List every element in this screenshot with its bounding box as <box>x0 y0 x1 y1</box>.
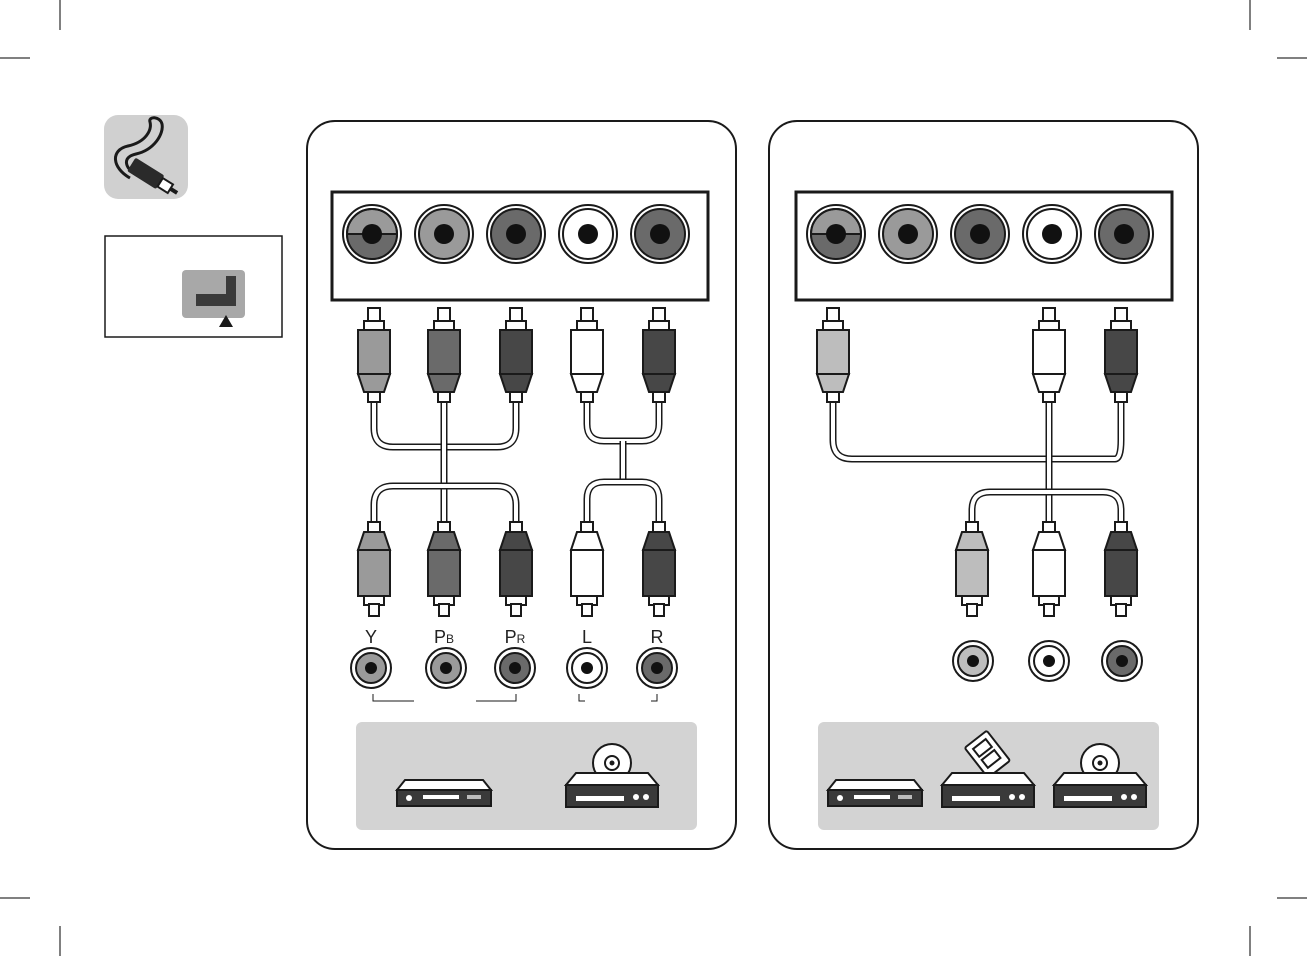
device-jack <box>1029 641 1069 681</box>
dvd-player-icon <box>397 780 491 806</box>
jack-label-y: Y <box>365 627 377 647</box>
av-port-reference <box>105 236 282 337</box>
tv-jack <box>631 205 689 263</box>
tv-jack <box>1023 205 1081 263</box>
tv-jack <box>879 205 937 263</box>
tv-jack <box>343 205 401 263</box>
device-jack <box>1102 641 1142 681</box>
tv-jack <box>487 205 545 263</box>
rca-cable-icon <box>104 115 188 200</box>
jack-label-l: L <box>582 627 592 647</box>
tv-jack <box>951 205 1009 263</box>
device-jack <box>351 648 391 688</box>
device-jack <box>495 648 535 688</box>
tv-jack <box>559 205 617 263</box>
tv-jack <box>807 205 865 263</box>
device-jack <box>953 641 993 681</box>
device-jack <box>567 648 607 688</box>
device-jack <box>637 648 677 688</box>
tv-jack <box>1095 205 1153 263</box>
vcr-icon <box>828 780 922 806</box>
tv-jack <box>415 205 473 263</box>
jack-label-r: R <box>651 627 664 647</box>
device-jack <box>426 648 466 688</box>
